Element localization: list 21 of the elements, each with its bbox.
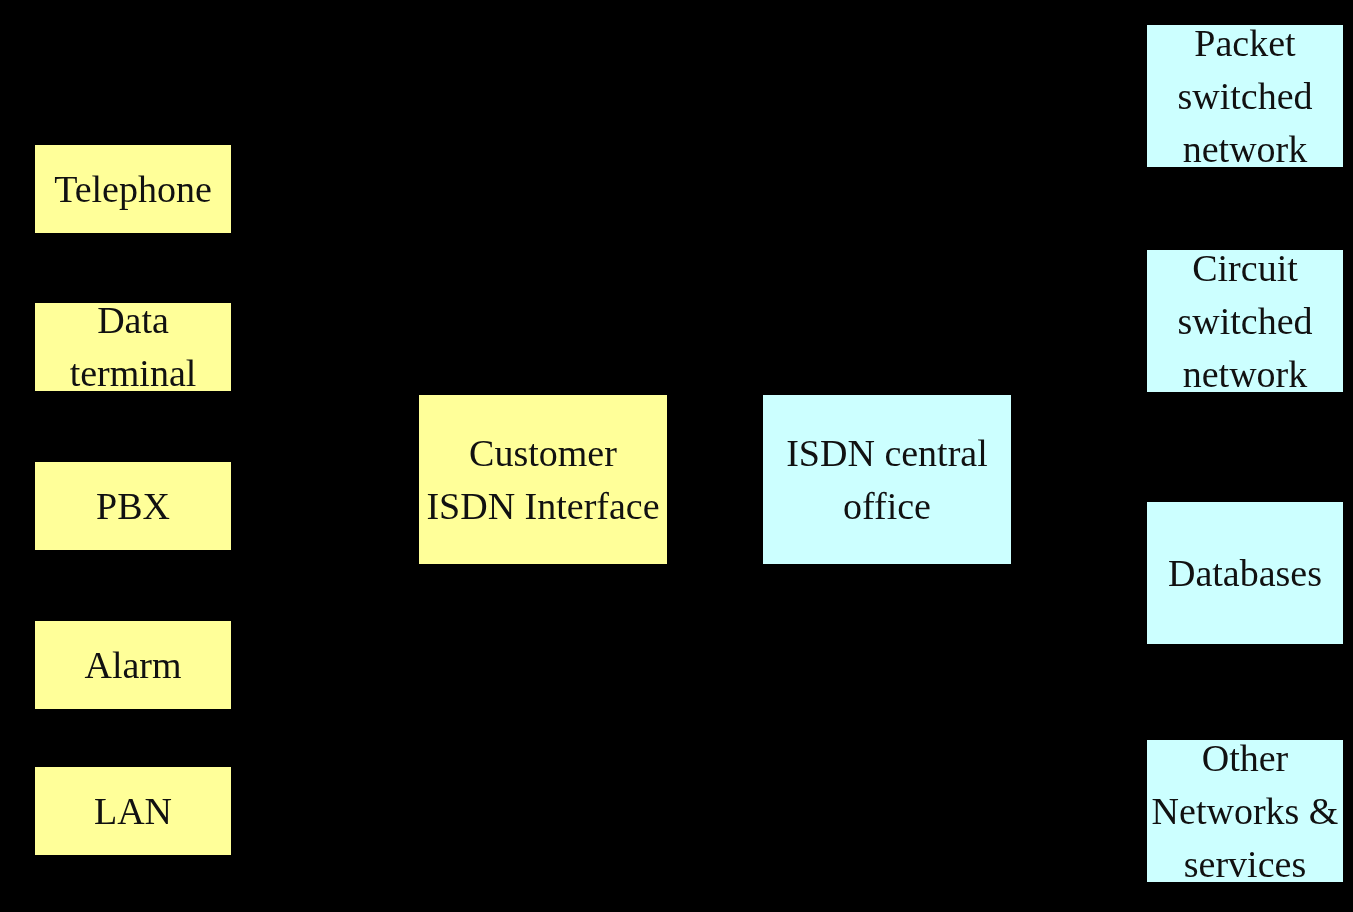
node-label: LAN [93, 788, 173, 834]
node-label: ISDN central office [785, 430, 989, 529]
node-box [35, 767, 231, 855]
node-label: Other Networks & services [1151, 735, 1339, 887]
node-label: Data terminal [68, 298, 198, 396]
node-box [419, 395, 667, 564]
node-box [763, 395, 1011, 564]
node-label: Circuit switched network [1176, 245, 1314, 397]
node-label: Customer ISDN Interface [425, 430, 661, 529]
node-box [35, 462, 231, 550]
node-box [35, 145, 231, 233]
node-label: Databases [1167, 550, 1322, 596]
node-box [1147, 502, 1343, 644]
node-label: Alarm [84, 642, 182, 688]
node-box [1147, 250, 1343, 392]
node-label: PBX [96, 483, 170, 529]
node-label: Telephone [54, 166, 212, 212]
node-box [35, 621, 231, 709]
node-label: Packet switched network [1176, 20, 1314, 172]
node-box [1147, 25, 1343, 167]
node-box [35, 303, 231, 391]
